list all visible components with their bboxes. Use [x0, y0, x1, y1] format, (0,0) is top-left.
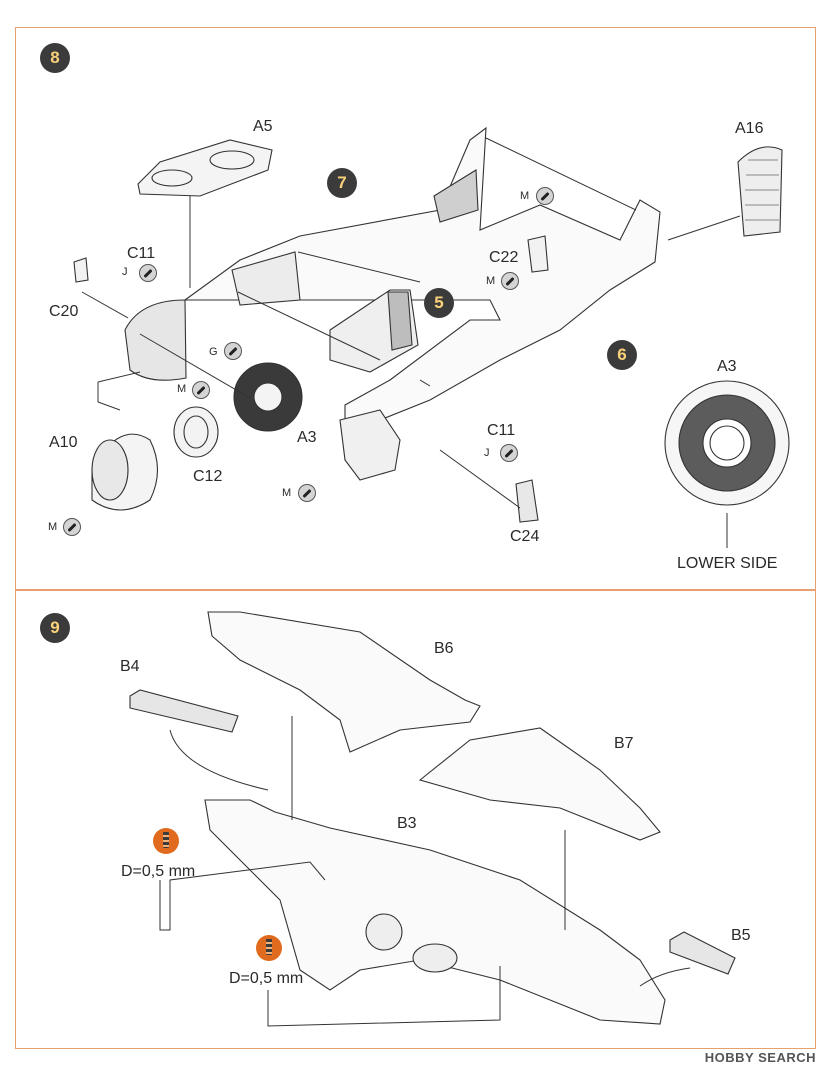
- part-a5-shape: [137, 139, 273, 197]
- step-5-badge: 5: [424, 288, 454, 318]
- label-c11-top: C11: [127, 245, 156, 262]
- glue-code-m-5: M: [48, 521, 58, 533]
- label-a3-engine: A3: [297, 429, 317, 446]
- drill-icon: [256, 935, 282, 961]
- part-b3-shape: [204, 799, 666, 1025]
- label-c20: C20: [49, 303, 79, 320]
- step-6-badge: 6: [607, 340, 637, 370]
- part-b6-shape: [207, 611, 481, 753]
- part-b4-shape: [129, 689, 239, 733]
- part-c12-shape: [173, 406, 219, 458]
- drill-icon: [153, 828, 179, 854]
- cement-icon: [139, 264, 157, 282]
- drill-size-1: D=0,5 mm: [121, 863, 196, 880]
- part-b5-shape: [669, 931, 736, 975]
- cement-icon: [224, 342, 242, 360]
- label-c12: C12: [193, 468, 223, 485]
- label-b7: B7: [614, 735, 634, 752]
- glue-code-j-1: J: [122, 266, 128, 278]
- cement-icon: [298, 484, 316, 502]
- glue-code-m-4: M: [282, 487, 292, 499]
- lower-fuselage-shape: [339, 409, 401, 481]
- part-c22-shape: [527, 235, 549, 273]
- part-c20-ring: [124, 299, 187, 381]
- cement-icon: [63, 518, 81, 536]
- label-a16: A16: [735, 120, 764, 137]
- part-b7-shape: [418, 727, 661, 841]
- label-c22: C22: [489, 249, 519, 266]
- label-b5: B5: [731, 927, 751, 944]
- label-a3-detail: A3: [717, 358, 737, 375]
- wheel-well-right: [412, 943, 458, 973]
- wheel-well-left: [365, 913, 403, 951]
- cement-icon: [536, 187, 554, 205]
- step-8-panel: [15, 27, 816, 590]
- glue-code-m-1: M: [520, 190, 530, 202]
- glue-code-j-2: J: [484, 447, 490, 459]
- part-c24-shape: [515, 479, 539, 523]
- step-8-badge: 8: [40, 43, 70, 73]
- fuselage-shape: [183, 126, 661, 421]
- cement-icon: [500, 444, 518, 462]
- step-7-badge: 7: [327, 168, 357, 198]
- step-9-panel: [15, 590, 816, 1049]
- label-lower-side: LOWER SIDE: [677, 555, 778, 572]
- step-9-badge: 9: [40, 613, 70, 643]
- cement-icon: [501, 272, 519, 290]
- glue-code-m-3: M: [177, 383, 187, 395]
- label-a10: A10: [49, 434, 78, 451]
- label-c11-bottom: C11: [487, 422, 516, 439]
- label-b3: B3: [397, 815, 417, 832]
- glue-code-m-2: M: [486, 275, 496, 287]
- part-a16-shape: [737, 146, 783, 237]
- label-a5: A5: [253, 118, 273, 135]
- label-c24: C24: [510, 528, 540, 545]
- label-b4: B4: [120, 658, 140, 675]
- watermark: HOBBY SEARCH: [704, 1050, 816, 1065]
- label-b6: B6: [434, 640, 454, 657]
- drill-size-2: D=0,5 mm: [229, 970, 304, 987]
- cement-icon: [192, 381, 210, 399]
- glue-code-g: G: [209, 346, 218, 358]
- part-c20-shape: [73, 257, 89, 283]
